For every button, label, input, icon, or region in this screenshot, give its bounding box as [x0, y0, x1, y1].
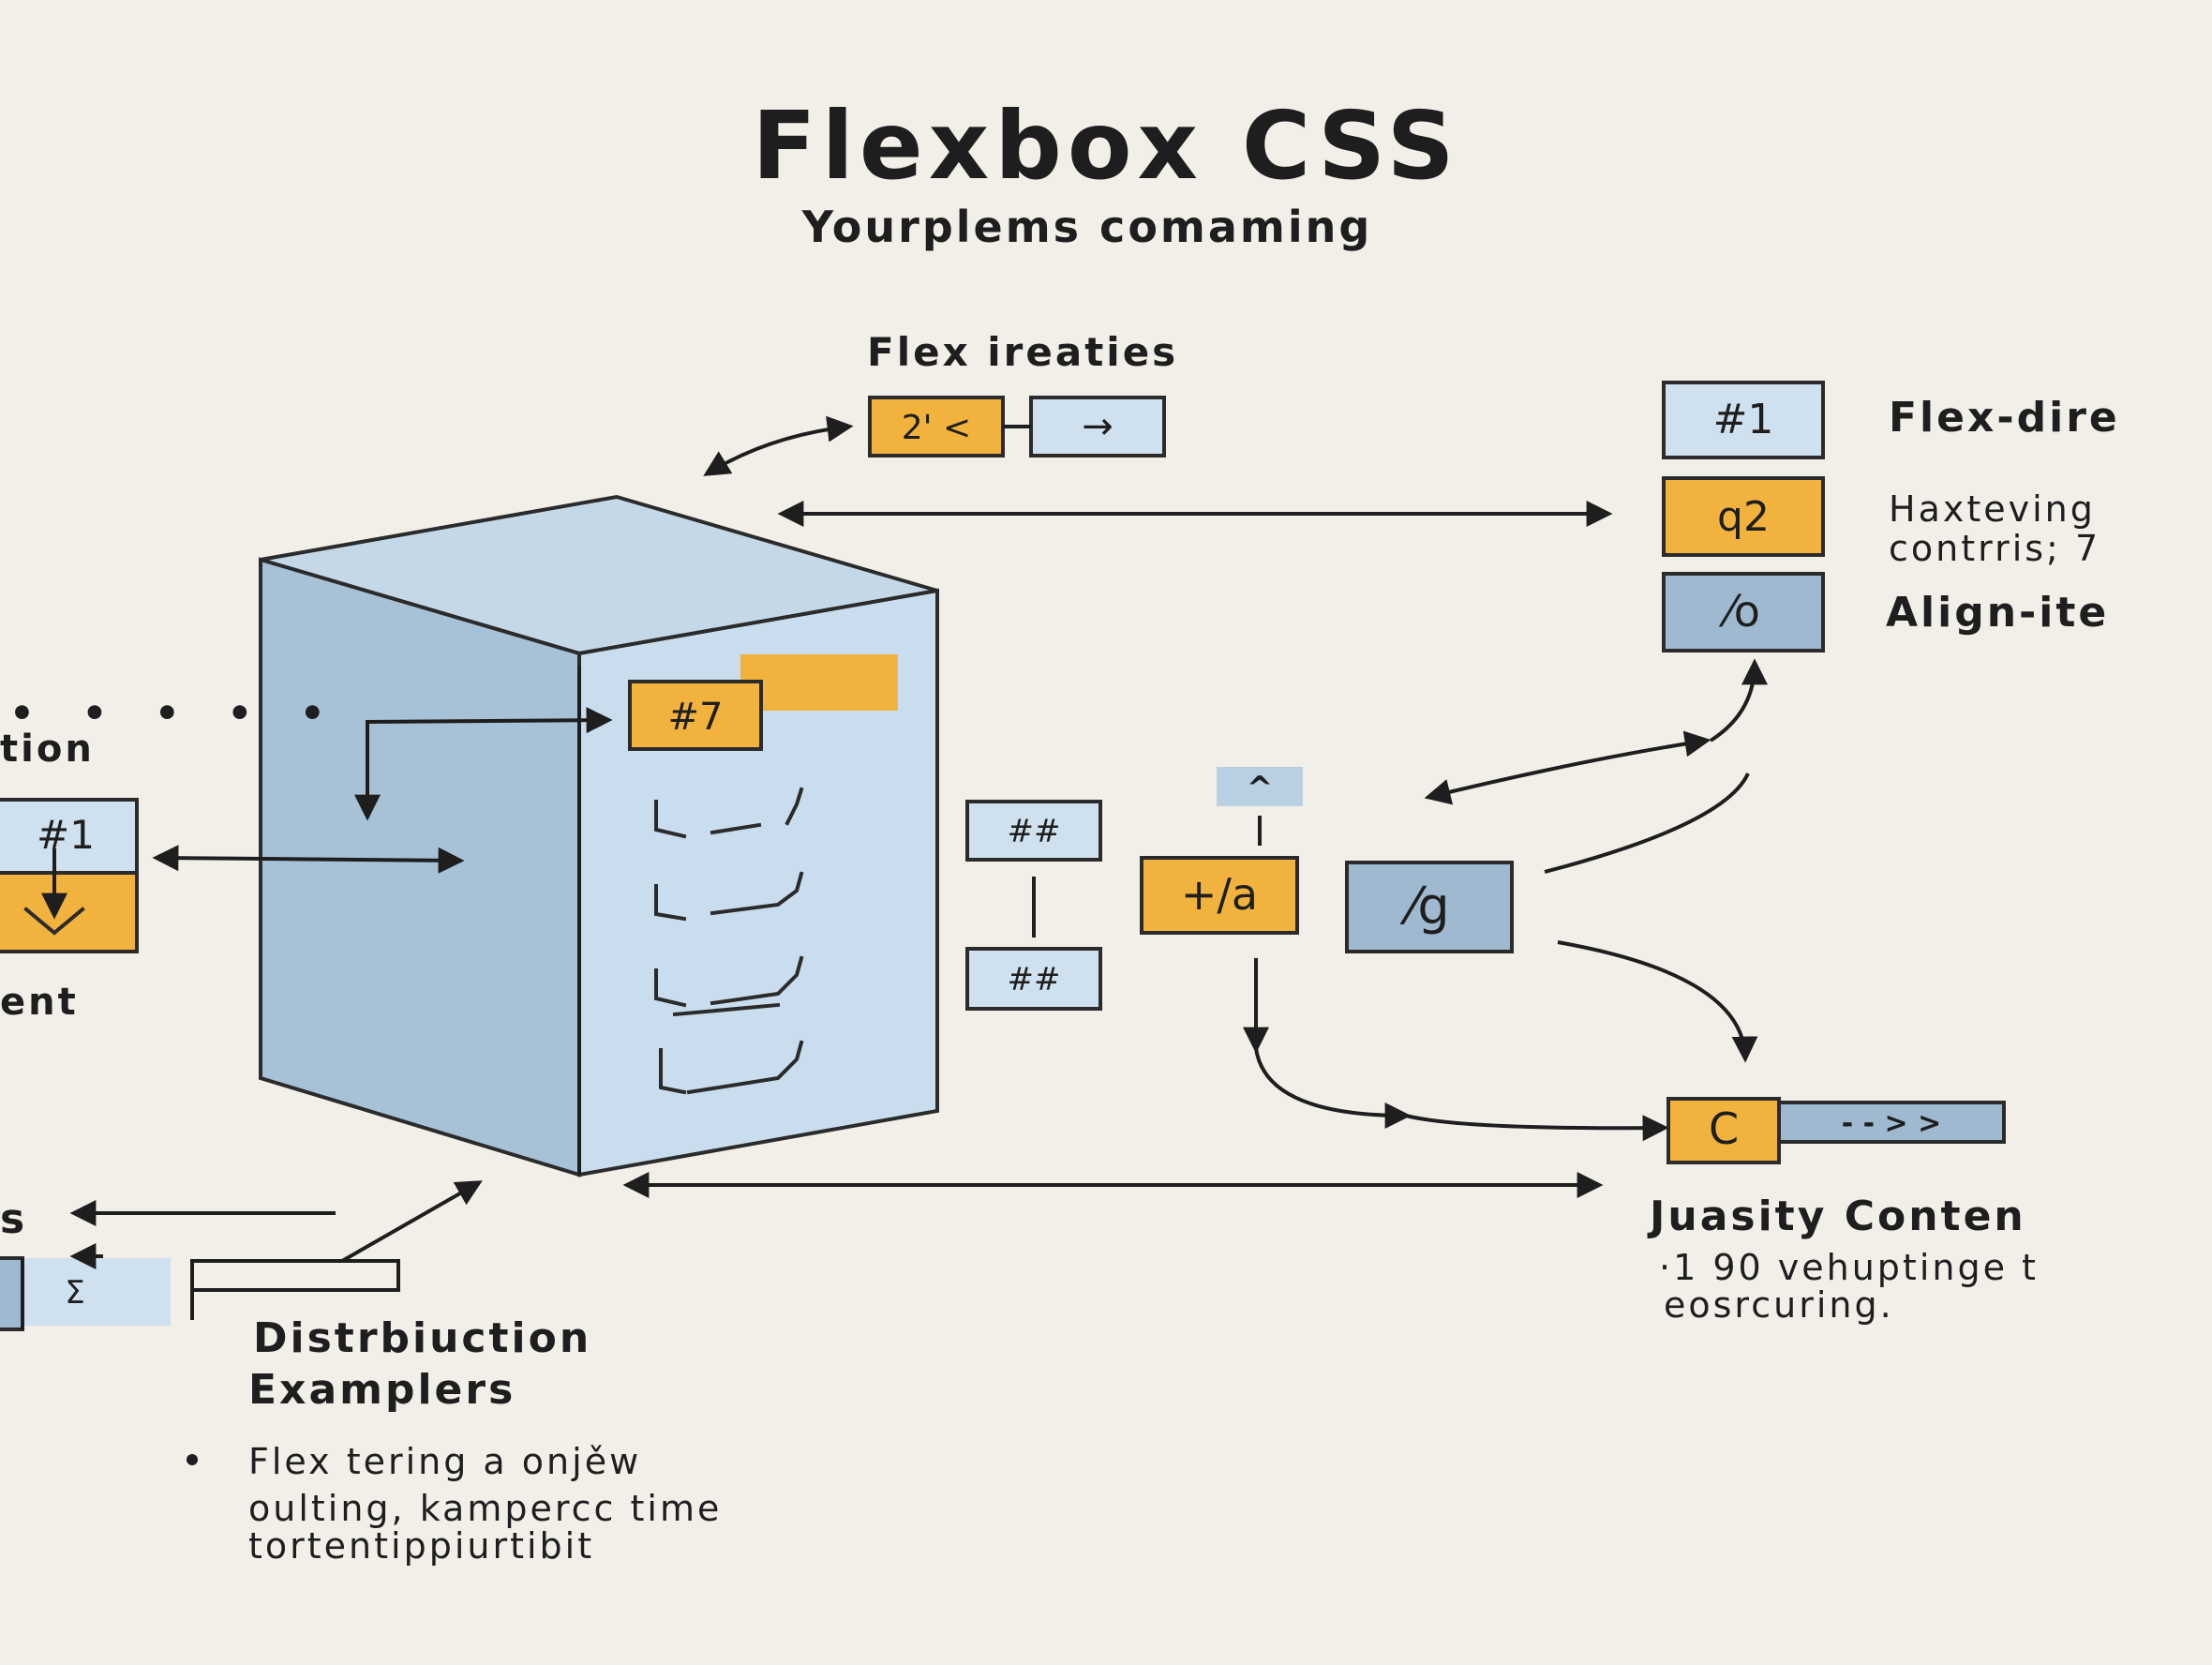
c-arrow-bar: - - > >	[1777, 1101, 2006, 1144]
right-item-3-label: Align-ite	[1886, 589, 2109, 637]
arrow-orange-to-c	[1254, 1047, 1412, 1129]
page-title: Flexbox CSS	[752, 91, 1459, 201]
right-item-1-label: Flex-dire	[1889, 394, 2120, 442]
cube-item-glyphs	[654, 787, 804, 1095]
cube-tag-label: #7	[668, 696, 724, 739]
bottom-left-label: s	[0, 1195, 24, 1243]
distribution-bullet-line-1: Flex tering a onjěw	[248, 1441, 641, 1482]
cube-orange-banner	[740, 654, 898, 711]
justify-title: Juasity Conten	[1647, 1192, 2026, 1240]
middle-tiny-box-label: ^	[1247, 770, 1274, 807]
arrow-cube-to-top	[703, 415, 854, 476]
top-orange-box: 2' <	[868, 396, 1005, 458]
justify-line-1: ·1 90 vehuptinge t	[1659, 1247, 2039, 1288]
cube-front-face	[259, 557, 581, 1178]
right-item-1-box-label: #1	[1713, 396, 1774, 443]
middle-hash-top-label: ##	[1008, 813, 1061, 850]
middle-slate-box: ⁄g	[1345, 861, 1514, 953]
right-desc-line-2: contrris; 7	[1889, 528, 2100, 569]
left-stack-label: #1	[37, 812, 95, 858]
justify-line-2: eosrcuring.	[1664, 1284, 1894, 1326]
arrow-left-panel-to-cube	[152, 845, 465, 874]
middle-hash-bottom: ##	[965, 947, 1102, 1011]
bottom-left-boxes: Σ	[0, 1256, 171, 1331]
distribution-title-2: Examplers	[248, 1366, 516, 1414]
left-stack-box: #1	[0, 798, 139, 953]
distribution-bullet-dot	[187, 1454, 198, 1465]
top-blue-box: →	[1029, 396, 1166, 458]
arrow-slate-down	[1557, 940, 1758, 1063]
cube-tag-box: #7	[628, 680, 763, 751]
right-item-3: ⁄o Align-ite	[1662, 572, 2109, 652]
middle-orange-box-label: +/a	[1181, 869, 1258, 920]
middle-tiny-box: ^	[1217, 767, 1303, 807]
top-orange-box-label: 2' <	[902, 409, 971, 447]
c-arrow-bar-label: - - > >	[1842, 1107, 1942, 1140]
left-bottom-label: ent	[0, 981, 79, 1024]
distribution-bullet-line-3: tortentippiurtibit	[248, 1525, 594, 1567]
right-item-2: q2	[1662, 476, 1825, 557]
right-item-2-box-label: q2	[1717, 493, 1770, 541]
middle-orange-box: +/a	[1140, 856, 1299, 935]
middle-hash-top: ##	[965, 800, 1102, 862]
bottom-left-sigma: Σ	[65, 1274, 84, 1312]
arrow-slate-to-right	[1544, 772, 1750, 874]
flex-properties-label: Flex ireaties	[867, 329, 1178, 375]
distribution-bullet-line-2: oulting, kampercc time	[248, 1488, 722, 1529]
page-subtitle: Yourplems comaming	[801, 202, 1373, 252]
arrow-to-c-box	[1405, 1114, 1669, 1142]
right-desc-line-1: Haxteving	[1889, 488, 2096, 530]
middle-hash-bottom-label: ##	[1008, 961, 1061, 998]
flex-container-cube	[259, 494, 939, 1178]
left-top-label: tion	[0, 728, 95, 771]
c-box: C	[1666, 1097, 1781, 1164]
left-dots: • • • • •	[9, 690, 342, 736]
right-item-1: #1 Flex-dire	[1662, 381, 2120, 459]
arrow-middle-to-align	[1424, 730, 1711, 805]
bottom-left-bracket	[190, 1259, 400, 1320]
distribution-title-1: Distrbiuction	[253, 1314, 591, 1362]
c-box-label: C	[1709, 1103, 1739, 1154]
arrow-front-to-tag	[354, 707, 613, 821]
top-blue-box-label: →	[1082, 405, 1113, 448]
arrow-bracket-to-cube	[341, 1180, 483, 1263]
arrow-up-to-align-box	[1709, 658, 1768, 742]
